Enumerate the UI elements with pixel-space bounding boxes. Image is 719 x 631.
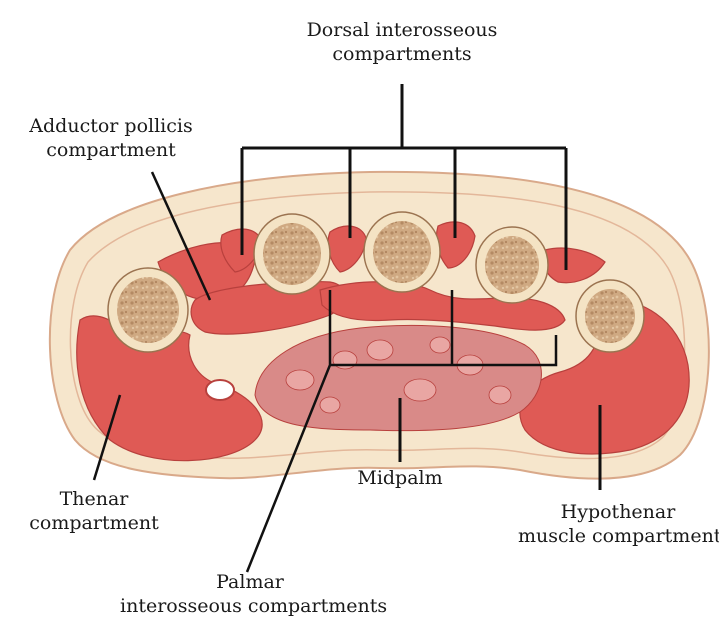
vessel-1 bbox=[286, 370, 314, 390]
label-thenar-line2: compartment bbox=[14, 511, 174, 535]
label-adductor-line1: Adductor pollicis bbox=[6, 114, 216, 138]
metacarpal-4 bbox=[476, 227, 548, 303]
label-dorsal-interosseous: Dorsal interosseous compartments bbox=[292, 18, 512, 66]
label-thenar-line1: Thenar bbox=[14, 487, 174, 511]
label-palmar-line1: Palmar bbox=[120, 570, 380, 594]
label-hypothenar: Hypothenar muscle compartment bbox=[518, 500, 718, 548]
label-palmar-interosseous: Palmar interosseous compartments bbox=[120, 570, 380, 618]
metacarpal-5 bbox=[576, 280, 644, 352]
vessel-7 bbox=[320, 397, 340, 413]
metacarpal-1 bbox=[108, 268, 188, 352]
metacarpal-3 bbox=[364, 212, 440, 292]
label-hypothenar-line1: Hypothenar bbox=[518, 500, 718, 524]
tendon-ring bbox=[206, 380, 234, 400]
label-adductor-pollicis: Adductor pollicis compartment bbox=[6, 114, 216, 162]
label-dorsal-line1: Dorsal interosseous bbox=[292, 18, 512, 42]
vessel-6 bbox=[489, 386, 511, 404]
label-hypothenar-line2: muscle compartment bbox=[518, 524, 718, 548]
vessel-3 bbox=[367, 340, 393, 360]
label-midpalm: Midpalm bbox=[340, 466, 460, 490]
label-adductor-line2: compartment bbox=[6, 138, 216, 162]
label-dorsal-line2: compartments bbox=[292, 42, 512, 66]
vessel-4 bbox=[404, 379, 436, 401]
vessel-8 bbox=[430, 337, 450, 353]
label-thenar: Thenar compartment bbox=[14, 487, 174, 535]
vessel-2 bbox=[333, 351, 357, 369]
metacarpal-2 bbox=[254, 214, 330, 294]
label-palmar-line2: interosseous compartments bbox=[120, 594, 380, 618]
